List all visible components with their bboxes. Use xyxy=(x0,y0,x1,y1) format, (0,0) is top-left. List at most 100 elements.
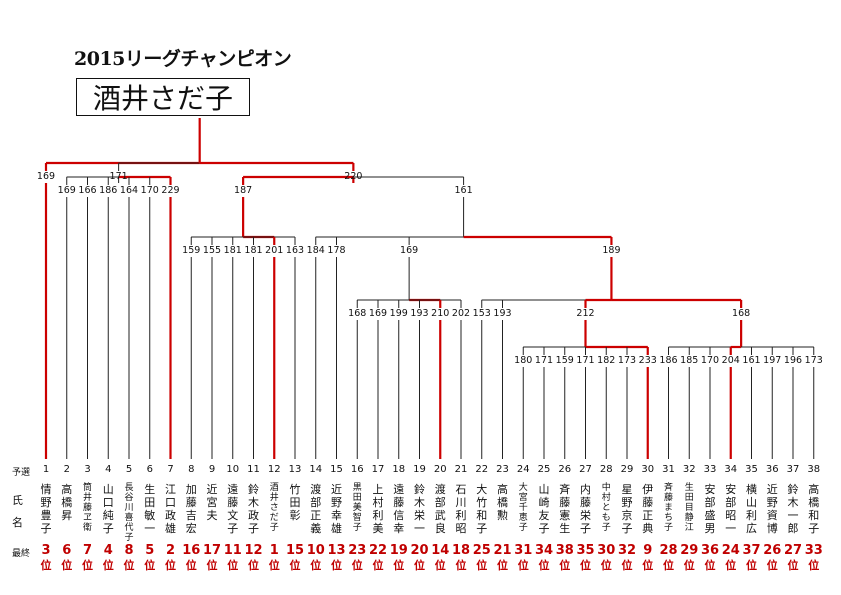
player-number: 11 xyxy=(247,464,260,475)
score-label: 186 xyxy=(659,355,677,366)
rank-value: 1 xyxy=(269,543,279,558)
rank-suffix: 位 xyxy=(206,559,218,572)
player-name: 遠藤信幸 xyxy=(393,483,405,535)
score-label: 193 xyxy=(410,308,428,319)
score-label: 187 xyxy=(234,185,252,196)
rank-suffix: 位 xyxy=(331,559,342,572)
score-label: 163 xyxy=(286,245,304,256)
score-label: 229 xyxy=(161,185,179,196)
rank-suffix: 位 xyxy=(165,559,176,572)
rank-value: 21 xyxy=(493,543,512,558)
score-label: 164 xyxy=(120,185,138,196)
score-label: 159 xyxy=(182,245,200,256)
rank-value: 15 xyxy=(285,543,305,558)
rank-suffix: 位 xyxy=(455,559,467,572)
rank-suffix: 位 xyxy=(766,559,778,572)
score-label: 171 xyxy=(535,355,553,366)
rank-suffix: 位 xyxy=(517,559,529,572)
champion-box: 酒井さだ子 xyxy=(76,78,250,116)
player-name: 石川利昭 xyxy=(455,483,467,535)
rank-value: 37 xyxy=(742,543,761,558)
rank-value: 17 xyxy=(202,543,222,558)
rank-value: 25 xyxy=(472,543,491,558)
rank-value: 23 xyxy=(348,543,367,558)
rank-suffix: 位 xyxy=(248,559,259,572)
rank-value: 7 xyxy=(82,543,93,558)
player-number: 38 xyxy=(807,464,821,475)
rank-value: 14 xyxy=(431,543,450,558)
player-name: 斉藤憲生 xyxy=(559,483,571,535)
player-name: 近野資博 xyxy=(766,483,778,535)
page-title: 2015リーグチャンピオン xyxy=(74,48,292,70)
player-name: 鈴木一郎 xyxy=(787,483,799,535)
player-name: 竹田 彰 xyxy=(289,483,312,522)
player-name: 高橋和子 xyxy=(808,483,820,535)
score-label: 166 xyxy=(78,185,96,196)
player-name: 生田敏一 xyxy=(144,483,156,535)
rank-suffix: 位 xyxy=(310,559,322,572)
rank-suffix: 位 xyxy=(102,559,114,572)
player-name: 黒田美智子 xyxy=(352,483,362,533)
rank-suffix: 位 xyxy=(414,559,425,572)
rank-suffix: 位 xyxy=(642,559,654,572)
player-name: 鈴木政子 xyxy=(248,483,259,535)
score-label: 171 xyxy=(576,355,594,366)
player-name: 筒井藤ヱ衛 xyxy=(82,483,92,533)
row-label-final: 最終 xyxy=(12,549,31,559)
score-label: 189 xyxy=(602,245,620,256)
player-number: 30 xyxy=(641,464,655,475)
player-name: 江口政雄 xyxy=(165,483,176,535)
rank-value: 18 xyxy=(451,543,471,558)
rank-value: 13 xyxy=(327,543,346,558)
score-label: 201 xyxy=(265,245,283,256)
player-number: 36 xyxy=(765,464,779,475)
player-number: 12 xyxy=(267,464,281,475)
score-label: 169 xyxy=(400,245,418,256)
rank-suffix: 位 xyxy=(580,559,591,572)
player-number: 4 xyxy=(105,464,112,475)
score-label: 182 xyxy=(597,355,615,366)
score-label: 159 xyxy=(556,355,574,366)
player-number: 19 xyxy=(413,464,426,475)
score-label: 210 xyxy=(431,308,449,319)
player-name: 渡部正義 xyxy=(310,483,322,535)
rank-value: 10 xyxy=(306,543,325,558)
rank-suffix: 位 xyxy=(82,559,93,572)
rank-value: 36 xyxy=(700,543,720,558)
rank-value: 30 xyxy=(597,543,616,558)
player-name: 近 宮夫 xyxy=(206,483,229,522)
score-label: 168 xyxy=(732,308,750,319)
player-number: 29 xyxy=(620,464,634,475)
score-label: 161 xyxy=(742,355,760,366)
player-name: 加藤吉宏 xyxy=(185,483,197,535)
player-number: 16 xyxy=(350,464,364,475)
rank-suffix: 位 xyxy=(227,559,239,572)
player-name: 高橋 昇 xyxy=(61,483,84,522)
rank-suffix: 位 xyxy=(538,559,550,572)
score-label: 168 xyxy=(348,308,366,319)
player-name: 生田目静江 xyxy=(684,483,694,533)
rank-value: 8 xyxy=(124,543,134,558)
rank-value: 38 xyxy=(555,543,574,558)
player-number: 13 xyxy=(288,464,302,475)
rank-suffix: 位 xyxy=(434,559,446,572)
player-number: 5 xyxy=(125,464,133,475)
score-label: 184 xyxy=(307,245,325,256)
player-number: 1 xyxy=(42,464,50,475)
rank-value: 2 xyxy=(165,543,176,558)
player-number: 10 xyxy=(226,464,240,475)
player-name: 山崎友子 xyxy=(538,483,550,535)
rank-value: 33 xyxy=(804,543,823,558)
player-name: 伊藤正典 xyxy=(642,483,654,535)
